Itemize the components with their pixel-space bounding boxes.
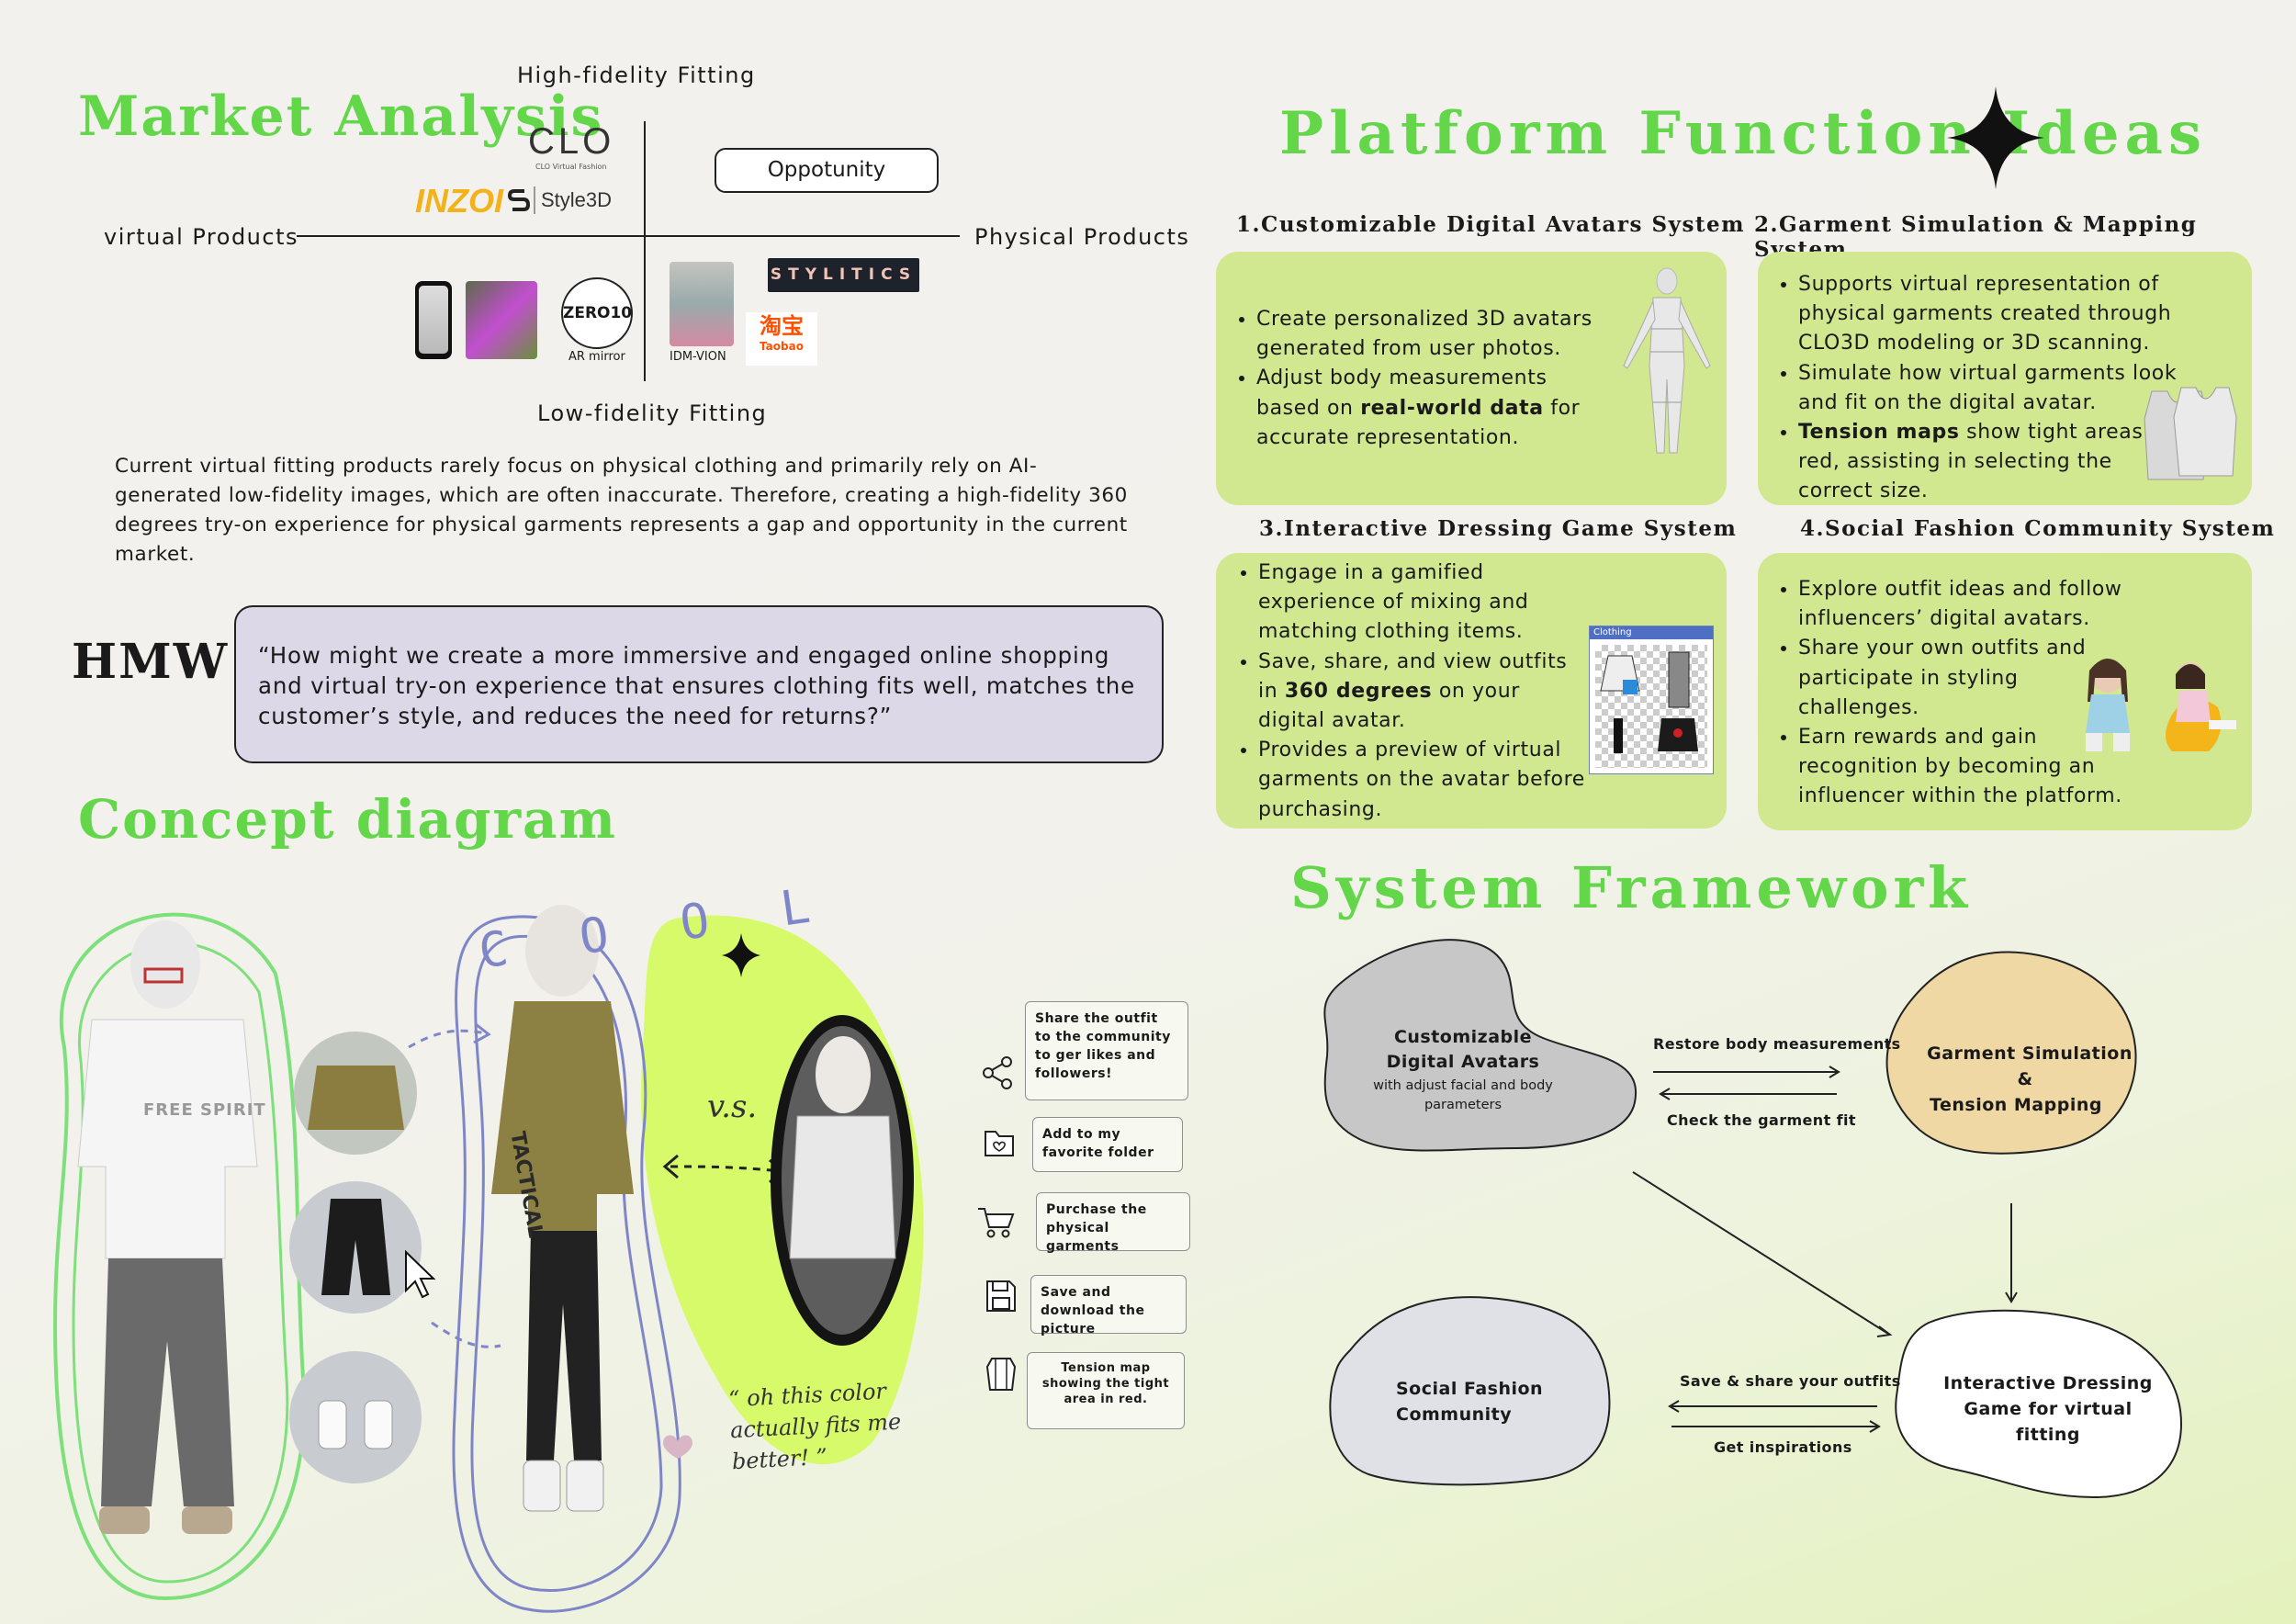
- clo-logo: CLO: [528, 121, 615, 162]
- action-purchase[interactable]: Purchase the physical garments: [1036, 1192, 1190, 1254]
- clothing-grid[interactable]: [1595, 645, 1707, 768]
- section-2-title: 2.Garment Simulation & Mapping System: [1754, 212, 2198, 262]
- axis-left-label: virtual Products: [104, 224, 298, 250]
- market-description: Current virtual fitting products rarely …: [115, 455, 1128, 566]
- opportunity-box: Oppotunity: [715, 148, 939, 193]
- hmw-label: HMW: [72, 634, 230, 690]
- cart-icon[interactable]: [975, 1203, 1016, 1240]
- tension-map-icon[interactable]: [985, 1356, 1018, 1393]
- card3-bullet-1: Engage in a gamified experience of mixin…: [1258, 558, 1589, 648]
- idm-vion-label: IDM-VION: [670, 350, 726, 364]
- card3-bullet-2: Save, share, and view outfits in 360 deg…: [1258, 648, 1589, 737]
- action-tension-map[interactable]: Tension map showing the tight area in re…: [1027, 1352, 1185, 1429]
- section-4-title: 4.Social Fashion Community System: [1800, 516, 2276, 541]
- card4-bullet-3: Earn rewards and gain recognition by bec…: [1798, 723, 2129, 812]
- ar-mirror-label: AR mirror: [568, 350, 625, 364]
- arrow-inspirations-label: Get inspirations: [1714, 1438, 1852, 1456]
- card1-bullet-2: Adjust body measurements based on real-w…: [1256, 364, 1596, 453]
- avatar-mannequin-image: [1623, 267, 1711, 454]
- inzoi-logo: INZOI: [415, 182, 503, 220]
- node-social-title: Social Fashion Community: [1396, 1379, 1544, 1425]
- node-game-title: Interactive Dressing Game for virtual fi…: [1943, 1373, 2153, 1445]
- concept-diagram-art: [52, 905, 924, 1613]
- sparkle-icon: [1947, 86, 2044, 189]
- node-garment-line3: Tension Mapping: [1930, 1095, 2102, 1115]
- card1-bullet-1: Create personalized 3D avatars generated…: [1256, 305, 1596, 364]
- node-game-shape: [1895, 1309, 2183, 1499]
- clothing-window[interactable]: Clothing: [1589, 626, 1714, 774]
- system-framework-title: System Framework: [1290, 854, 1973, 921]
- ai-outfit-thumbnail: [466, 281, 537, 359]
- node-avatars-shape: [1323, 939, 1638, 1152]
- handwritten-note: “ oh this color actually fits me better!…: [727, 1378, 902, 1475]
- card2-bullet-2: Simulate how virtual garments look and f…: [1798, 359, 2184, 418]
- card-avatars: Create personalized 3D avatars generated…: [1216, 252, 1727, 505]
- card2-bullet-1: Supports virtual representation of physi…: [1798, 270, 2184, 359]
- phone-app-thumbnail: [415, 281, 452, 359]
- node-garment-line2: &: [2017, 1069, 2033, 1089]
- section-1-title: 1.Customizable Digital Avatars System: [1236, 212, 1746, 237]
- framework-diagram: [1323, 939, 2183, 1499]
- style3d-logo: Style3D: [541, 188, 613, 211]
- taobao-logo: 淘宝 Taobao: [746, 312, 817, 366]
- node-social-shape: [1329, 1296, 1611, 1486]
- axis-right-label: Physical Products: [974, 224, 1190, 250]
- idm-vion-thumbnail: [670, 262, 734, 346]
- clo-logo-sub: CLO Virtual Fashion: [535, 163, 607, 171]
- action-add-favorite[interactable]: Add to my favorite folder: [1032, 1117, 1183, 1172]
- action-share-outfit[interactable]: Share the outfit to the community to ger…: [1025, 1001, 1188, 1100]
- folder-heart-icon[interactable]: [983, 1124, 1016, 1159]
- card2-bullet-3: Tension maps show tight areas in red, as…: [1798, 418, 2184, 507]
- clothing-window-title: Clothing: [1590, 626, 1713, 639]
- zero10-logo: ZERO10: [561, 277, 633, 349]
- node-avatars-sub: with adjust facial and body parameters: [1373, 1078, 1553, 1112]
- taobao-cn-text: 淘宝: [760, 313, 804, 339]
- node-avatars-title: Customizable Digital Avatars: [1386, 1027, 1540, 1072]
- arrow-restore-label: Restore body measurements: [1653, 1035, 1901, 1053]
- vs-label: v.s.: [707, 1088, 758, 1125]
- node-garment-line1: Garment Simulation: [1927, 1043, 2133, 1064]
- market-axes: [297, 121, 960, 381]
- hmw-quote-box: “How might we create a more immersive an…: [234, 605, 1164, 763]
- tank-top-image: [2144, 387, 2237, 480]
- action-save-download[interactable]: Save and download the picture: [1030, 1275, 1187, 1336]
- stylitics-logo: STYLITICS: [768, 258, 919, 292]
- floppy-icon[interactable]: [985, 1279, 1018, 1314]
- arrow-check-label: Check the garment fit: [1667, 1111, 1856, 1129]
- arrow-save-share-label: Save & share your outfits: [1680, 1372, 1901, 1390]
- platform-title: Platform Function Ideas: [1279, 99, 2208, 168]
- card-social-community: Explore outfit ideas and follow influenc…: [1758, 553, 2252, 830]
- card4-bullet-2: Share your own outfits and participate i…: [1798, 634, 2129, 723]
- axis-top-label: High-fidelity Fitting: [517, 62, 756, 88]
- market-analysis-title: Market Analysis: [78, 85, 604, 149]
- section-3-title: 3.Interactive Dressing Game System: [1259, 516, 1738, 541]
- node-garment-shape: [1885, 951, 2137, 1155]
- axis-bottom-label: Low-fidelity Fitting: [537, 400, 768, 426]
- taobao-text: Taobao: [760, 340, 804, 353]
- card-garment-simulation: Supports virtual representation of physi…: [1758, 252, 2252, 505]
- card4-bullet-1: Explore outfit ideas and follow influenc…: [1798, 575, 2129, 634]
- style3d-icon: [507, 186, 531, 214]
- shirt-print: FREE SPIRIT: [143, 1100, 266, 1120]
- hmw-quote: “How might we create a more immersive an…: [258, 642, 1136, 729]
- concept-diagram-title: Concept diagram: [78, 788, 618, 851]
- card3-bullet-3: Provides a preview of virtual garments o…: [1258, 736, 1589, 825]
- influencer-avatars-image: [2086, 659, 2236, 751]
- share-icon[interactable]: [981, 1054, 1014, 1091]
